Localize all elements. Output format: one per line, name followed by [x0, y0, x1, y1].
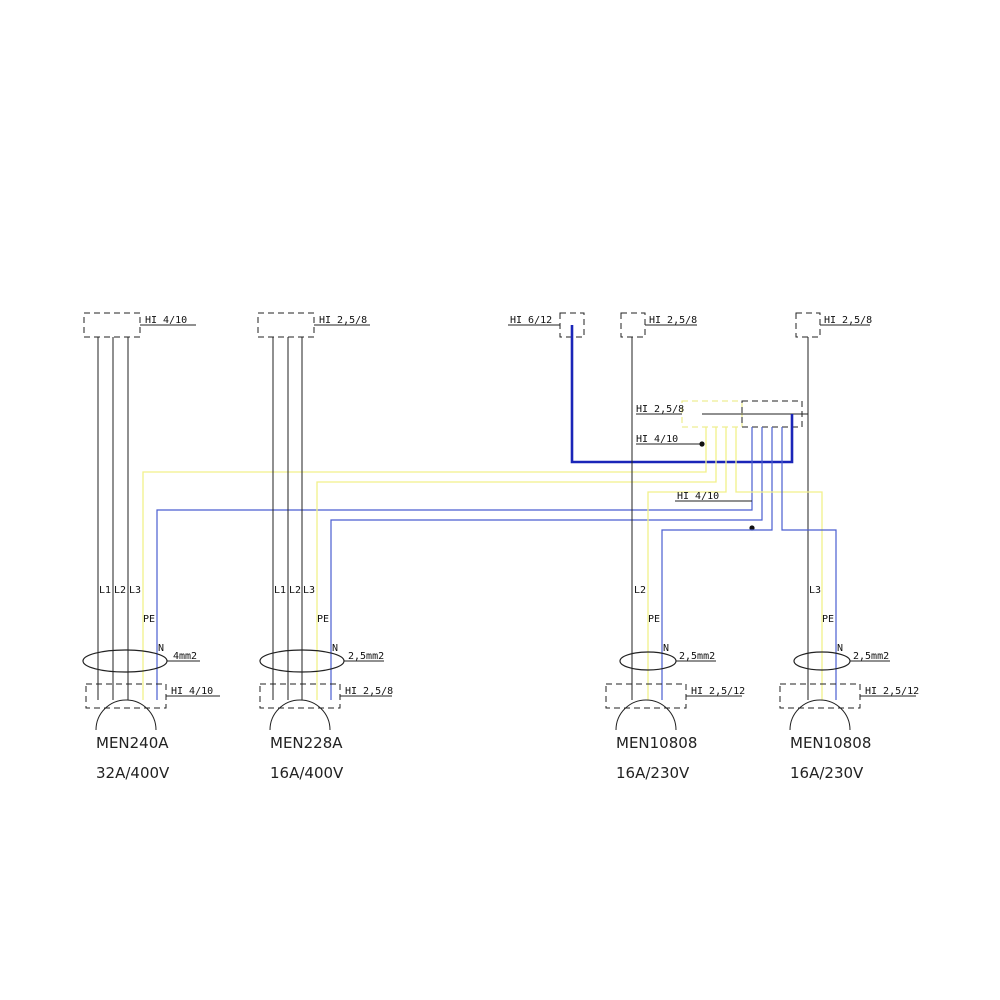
men10808b-l3-label: L3 [809, 585, 821, 596]
top-box-men10808-a [620, 312, 646, 338]
men240a-model: MEN240A [96, 734, 169, 752]
men228a-rating: 16A/400V [270, 764, 344, 782]
men10808b-rating: 16A/230V [790, 764, 864, 782]
men10808b-n-label: N [837, 643, 843, 654]
men240a-l1-label: L1 [99, 585, 111, 596]
men240a-n-label: N [158, 643, 164, 654]
men228a-l2-label: L2 [289, 585, 301, 596]
mid-branch-label: HI 4/10 [677, 491, 719, 502]
men10808a-rating: 16A/230V [616, 764, 690, 782]
men228a-l1-label: L1 [274, 585, 286, 596]
men10808a-cross-section: 2,5mm2 [679, 651, 715, 662]
junction-dot-upper [699, 441, 705, 447]
top-label-men240a: HI 4/10 [145, 315, 187, 326]
men228a-pe-wire [316, 427, 717, 700]
bottom-box-men228a [259, 683, 341, 709]
men228a-pe-label: PE [317, 614, 329, 625]
bottom-label-men240a: HI 4/10 [171, 686, 213, 697]
top-label-men228a: HI 2,5/8 [319, 315, 367, 326]
men10808b-pe-label: PE [822, 614, 834, 625]
top-label-men10808-a: HI 2,5/8 [649, 315, 697, 326]
men10808a-n-label: N [663, 643, 669, 654]
men10808a-socket-symbol [615, 699, 677, 731]
top-box-men228a [257, 312, 315, 338]
men10808b-model: MEN10808 [790, 734, 871, 752]
supply-feed-wire [570, 325, 794, 464]
bottom-box-men10808-b [779, 683, 861, 709]
junction-label-upper: HI 2,5/8 [636, 404, 684, 415]
men228a-socket-symbol [269, 699, 331, 731]
men10808a-pe-wire [647, 427, 727, 700]
bottom-label-men10808-b: HI 2,5/12 [865, 686, 919, 697]
men10808b-n-wire [781, 427, 837, 700]
top-box-men10808-b [795, 312, 821, 338]
men240a-n-junction-dot [749, 525, 755, 531]
men228a-n-label: N [332, 643, 338, 654]
men10808b-socket-symbol [789, 699, 851, 731]
men240a-n-wire [156, 427, 753, 700]
top-label-men10808-b: HI 2,5/8 [824, 315, 872, 326]
top-label-supply: HI 6/12 [510, 315, 552, 326]
men228a-n-wire [330, 427, 763, 700]
junction-label-lower: HI 4/10 [636, 434, 678, 445]
men10808a-l2-label: L2 [634, 585, 646, 596]
men228a-model: MEN228A [270, 734, 343, 752]
men10808a-pe-label: PE [648, 614, 660, 625]
men228a-cross-section: 2,5mm2 [348, 651, 384, 662]
bottom-box-men10808-a [605, 683, 687, 709]
men10808b-cross-section: 2,5mm2 [853, 651, 889, 662]
bottom-label-men228a: HI 2,5/8 [345, 686, 393, 697]
men240a-l3-label: L3 [129, 585, 141, 596]
bottom-label-men10808-a: HI 2,5/12 [691, 686, 745, 697]
men240a-pe-wire [142, 427, 707, 700]
men10808a-n-wire [661, 427, 773, 700]
men10808b-pe-wire [735, 427, 823, 700]
men240a-rating: 32A/400V [96, 764, 170, 782]
men240a-l2-label: L2 [114, 585, 126, 596]
men240a-pe-label: PE [143, 614, 155, 625]
men10808a-model: MEN10808 [616, 734, 697, 752]
men240a-socket-symbol [95, 699, 157, 731]
men228a-l3-label: L3 [303, 585, 315, 596]
top-box-men240a [83, 312, 141, 338]
men240a-cross-section: 4mm2 [173, 651, 197, 662]
men240a-cable-ellipse [82, 649, 168, 673]
